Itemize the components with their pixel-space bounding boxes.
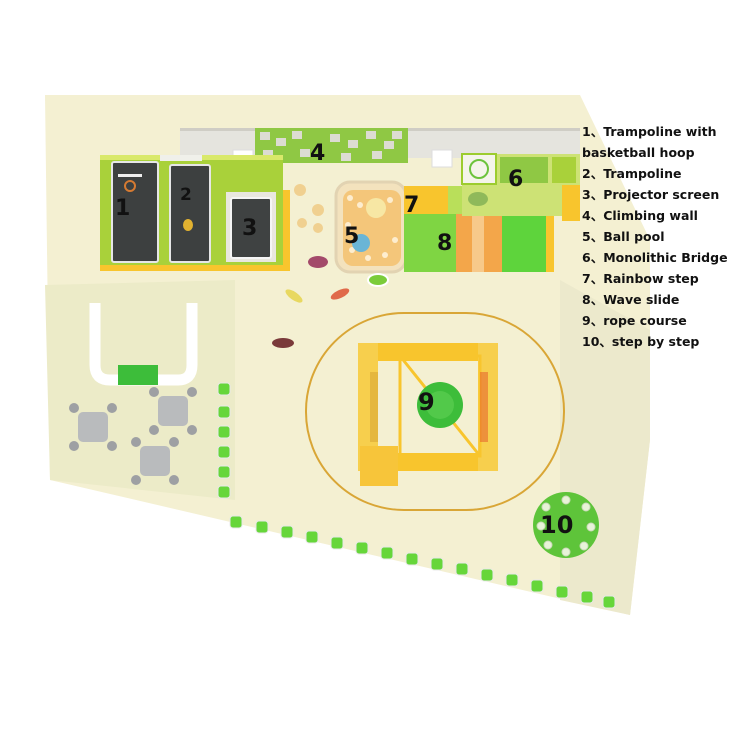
stool-column	[217, 382, 231, 499]
legend-item-3: 3、Projector screen	[582, 187, 720, 202]
zone-label-2: 2	[180, 185, 192, 205]
legend-item-6: 6、Monolithic Bridge	[582, 250, 728, 265]
rope-course: 9	[305, 312, 565, 511]
zone-label-9: 9	[418, 388, 435, 416]
zone-label-1: 1	[115, 196, 130, 221]
zone-label-3: 3	[242, 216, 257, 241]
zone-label-10: 10	[540, 511, 573, 539]
zone-label-8: 8	[437, 231, 452, 256]
stool-row	[229, 515, 616, 609]
zone-label-7: 7	[404, 193, 419, 218]
legend-item-9: 9、rope course	[582, 313, 687, 328]
trampoline-zone: 1 2 3	[100, 155, 290, 271]
zone-label-4: 4	[310, 141, 325, 166]
zone-label-5: 5	[344, 224, 359, 249]
legend-item-5: 5、Ball pool	[582, 229, 665, 244]
legend: 1、Trampoline with basketball hoop 2、Tram…	[582, 121, 747, 352]
legend-item-2: 2、Trampoline	[582, 166, 682, 181]
legend-item-8: 8、Wave slide	[582, 292, 680, 307]
visitor-figures	[272, 184, 350, 348]
bench-seating	[89, 303, 198, 386]
step-by-step: 10	[533, 492, 599, 558]
wall-pillar-right	[431, 149, 453, 168]
monolithic-bridge: 6	[461, 153, 580, 221]
ball-pool: 5	[334, 180, 408, 287]
legend-item-4: 4、Climbing wall	[582, 208, 698, 223]
cafe-tables	[69, 387, 197, 485]
legend-item-1: 1、Trampoline with basketball hoop	[582, 124, 717, 160]
legend-item-10: 10、step by step	[582, 334, 700, 349]
legend-item-7: 7、Rainbow step	[582, 271, 699, 286]
zone-label-6: 6	[508, 167, 523, 192]
